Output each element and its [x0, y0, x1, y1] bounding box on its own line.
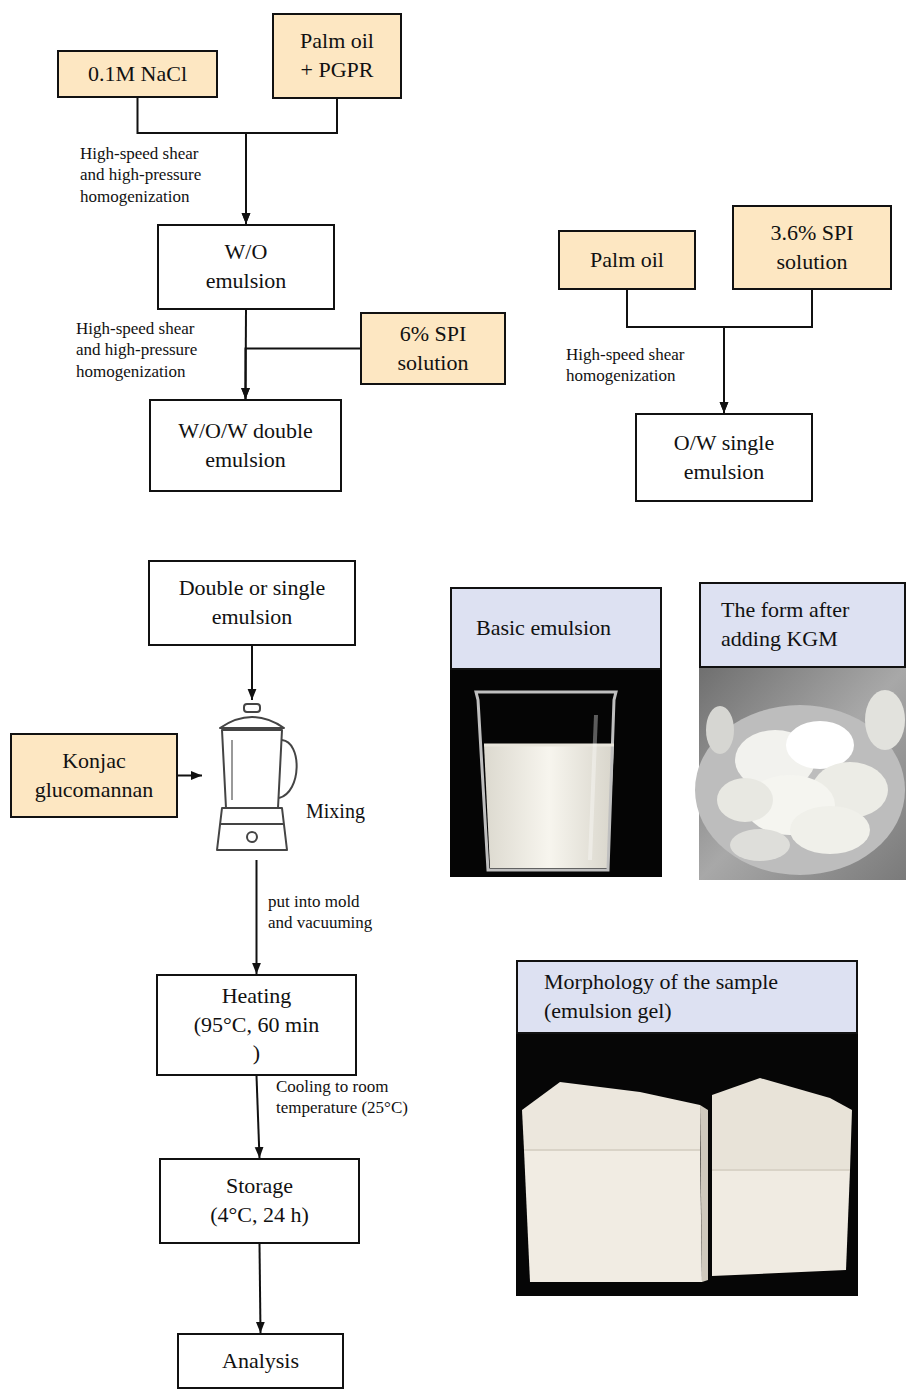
kgm-dough-photo [695, 668, 906, 880]
process-box: Analysis [177, 1333, 344, 1389]
blender-drawing [202, 700, 302, 860]
edge-label: High-speed shear and high-pressure homog… [76, 318, 211, 382]
flow-arrow [178, 775, 202, 777]
node-text: Palm oil + PGPR [296, 27, 378, 84]
process-box: Double or single emulsion [148, 560, 356, 646]
edge-label: High-speed shear and high-pressure homog… [80, 143, 215, 207]
node-text: Konjac glucomannan [27, 747, 161, 804]
mixer-icon: Mixing [202, 700, 377, 860]
photo-header: The form after adding KGM [699, 582, 906, 668]
flow-arrow [724, 290, 812, 413]
emulsion-gel-photo [516, 1034, 858, 1296]
flow-arrow [246, 349, 361, 399]
flow-arrow [251, 646, 253, 700]
process-box: W/O/W double emulsion [149, 399, 342, 492]
process-box: W/O emulsion [157, 224, 335, 310]
node-text: The form after adding KGM [721, 596, 884, 653]
process-box: O/W single emulsion [635, 413, 813, 502]
flow-arrow [256, 860, 258, 974]
input-box: Palm oil [558, 230, 696, 290]
node-text: 3.6% SPI solution [759, 219, 865, 276]
node-text: O/W single emulsion [662, 429, 786, 486]
input-box: 0.1M NaCl [57, 50, 218, 98]
edge-label: High-speed shear homogenization [566, 344, 701, 387]
node-text: Storage (4°C, 24 h) [206, 1172, 313, 1229]
photo-header: Morphology of the sample (emulsion gel) [516, 960, 858, 1034]
node-text: Analysis [189, 1347, 332, 1376]
node-text: Basic emulsion [476, 614, 636, 643]
edge-label: Cooling to room temperature (25°C) [276, 1076, 426, 1119]
process-box: Heating (95°C, 60 min ) [156, 974, 357, 1076]
input-box: 6% SPI solution [360, 312, 506, 385]
input-box: Palm oil + PGPR [272, 13, 402, 99]
node-text: W/O/W double emulsion [172, 417, 319, 474]
input-box: Konjac glucomannan [10, 733, 178, 818]
node-text: Morphology of the sample (emulsion gel) [544, 968, 830, 1025]
node-text: Heating (95°C, 60 min ) [193, 982, 320, 1068]
edge-label: put into mold and vacuuming [268, 891, 380, 934]
step-label: Mixing [306, 798, 377, 824]
flow-arrow [260, 1244, 261, 1333]
photo-header: Basic emulsion [450, 587, 662, 670]
node-text: 0.1M NaCl [69, 60, 206, 89]
process-box: Storage (4°C, 24 h) [159, 1158, 360, 1244]
flow-arrow [257, 1076, 260, 1158]
node-text: 6% SPI solution [392, 320, 474, 377]
flow-arrow [246, 99, 337, 224]
input-box: 3.6% SPI solution [732, 205, 892, 290]
beaker-photo [450, 670, 662, 877]
node-text: W/O emulsion [199, 238, 293, 295]
node-text: Palm oil [570, 246, 684, 275]
node-text: Double or single emulsion [170, 574, 334, 631]
